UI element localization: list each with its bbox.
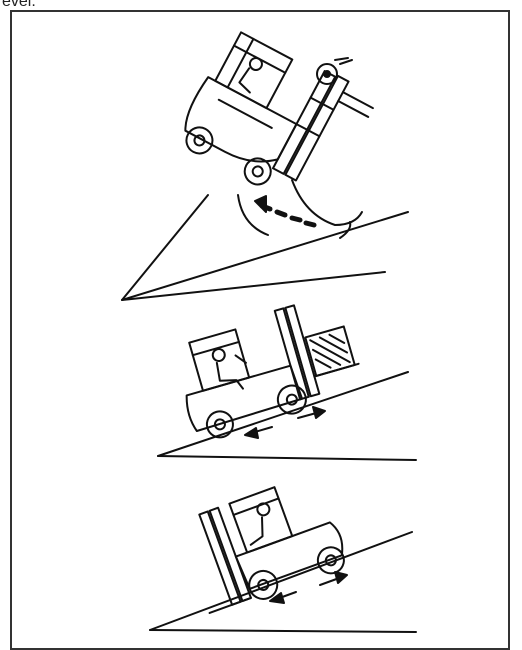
- forklift-descending-slope-forks-downhill: [150, 472, 416, 632]
- forklift-tipping-over: [122, 22, 408, 300]
- forklift-ascending-slope-load-uphill: [158, 293, 416, 460]
